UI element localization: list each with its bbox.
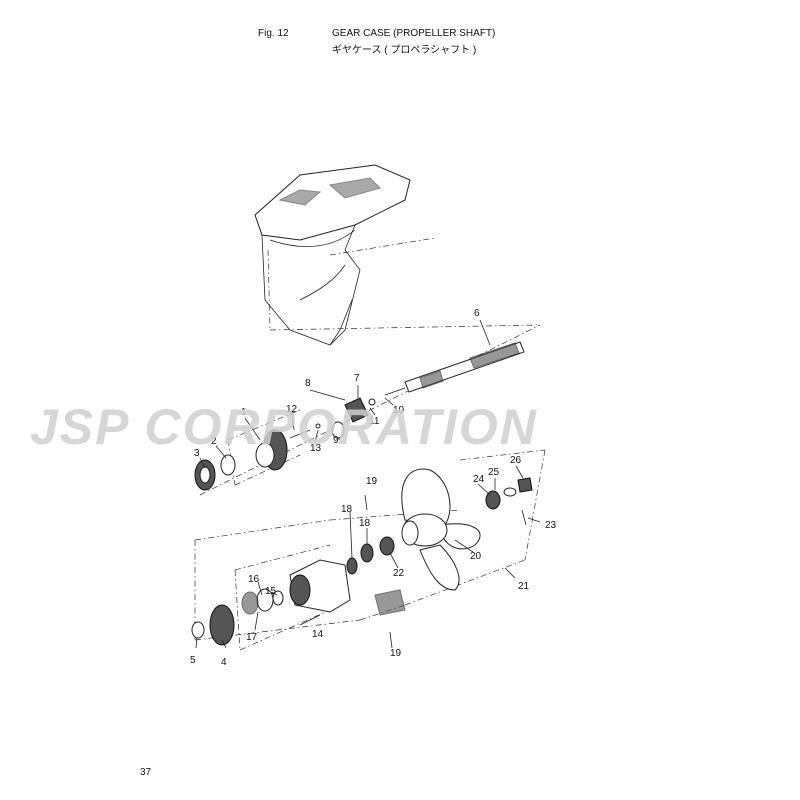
figure-title-japanese: ギヤケース ( プロペラシャフト )	[332, 45, 477, 56]
callout-20: 20	[470, 551, 482, 562]
callout-24: 24	[473, 474, 485, 485]
callout-3: 3	[194, 448, 200, 459]
page-number: 37	[140, 767, 152, 778]
gear-case-housing	[254, 164, 436, 346]
callout-22: 22	[393, 568, 405, 579]
callout-19a: 19	[366, 476, 378, 487]
callout-5: 5	[190, 655, 196, 666]
callout-12: 12	[286, 404, 298, 415]
callout-10: 10	[393, 405, 405, 416]
callout-2: 2	[211, 436, 217, 447]
leader-lines	[195, 319, 541, 649]
bearing-housing-assembly	[241, 494, 406, 649]
callout-18b: 18	[359, 518, 371, 529]
figure-title-english: GEAR CASE (PROPELLER SHAFT)	[332, 28, 496, 39]
callout-23: 23	[545, 520, 557, 531]
callout-13: 13	[310, 443, 322, 454]
figure-number: Fig. 12	[258, 28, 289, 39]
callout-numbers: 1 2 3 4 5 6 7 8 9 10 11 12 13 14 15 16 1…	[190, 308, 557, 668]
callout-26: 26	[510, 455, 522, 466]
callout-17: 17	[246, 632, 258, 643]
callout-18a: 18	[341, 504, 353, 515]
callout-8: 8	[305, 378, 311, 389]
callout-15: 15	[265, 586, 277, 597]
propeller-shaft	[404, 341, 525, 393]
callout-14: 14	[312, 629, 324, 640]
callout-1: 1	[241, 407, 247, 418]
callout-4: 4	[221, 657, 227, 668]
callout-6: 6	[474, 308, 480, 319]
callout-21: 21	[518, 581, 530, 592]
callout-9: 9	[333, 435, 339, 446]
propeller	[401, 468, 481, 591]
forward-gear-assembly	[194, 429, 288, 491]
callout-16: 16	[248, 574, 260, 585]
impeller-and-washer	[191, 604, 235, 646]
callout-25: 25	[488, 467, 500, 478]
propeller-nut-hardware	[485, 477, 533, 526]
callout-7: 7	[354, 373, 360, 384]
callout-19b: 19	[390, 648, 402, 659]
clutch-parts	[289, 387, 406, 439]
callout-11: 11	[369, 416, 380, 427]
